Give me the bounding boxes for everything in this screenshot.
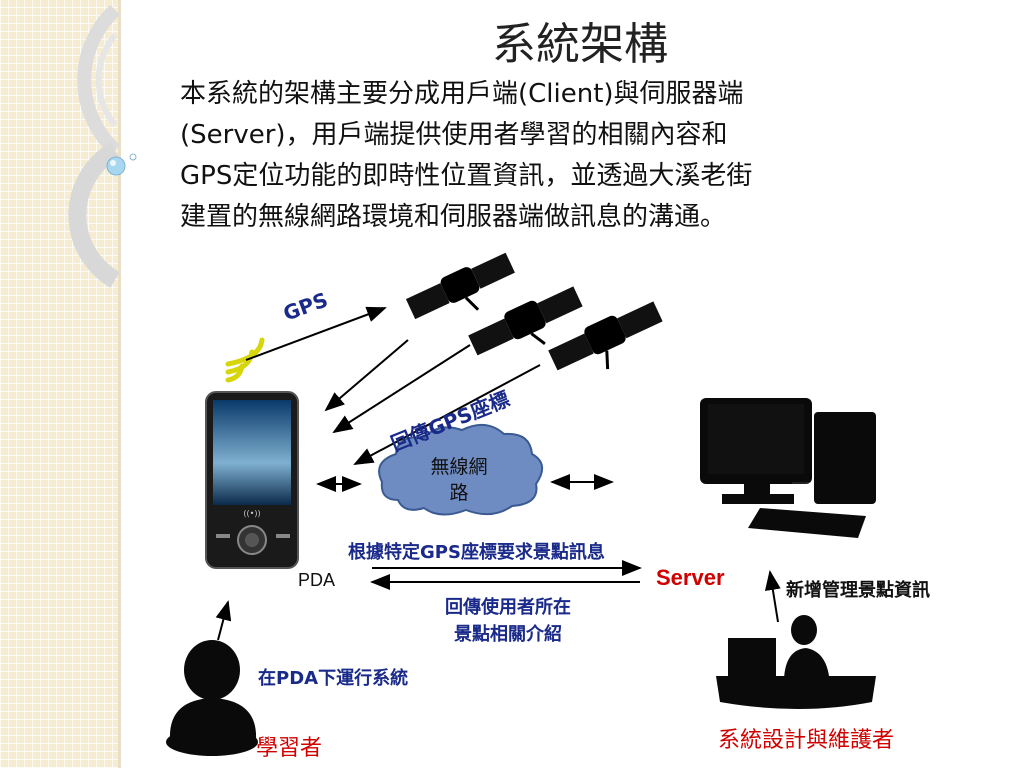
request-suffix: 座標要求景點訊息 — [460, 542, 605, 563]
request-mid: GPS — [420, 542, 461, 563]
intro-line: (Server)，用戶端提供使用者學習的相關內容和 — [180, 120, 728, 150]
svg-text:((•)): ((•)) — [243, 509, 260, 518]
run-mid: PDA — [276, 668, 319, 689]
server-label: Server — [656, 565, 725, 590]
cloud-label-line: 路 — [449, 482, 469, 504]
run-prefix: 在 — [258, 668, 276, 689]
decorative-circles — [68, 4, 137, 288]
request-prefix: 根據特定 — [348, 542, 420, 563]
pda-label: PDA — [298, 570, 336, 590]
intro-paragraph: 本系統的架構主要分成用戶端(Client)與伺服器端 (Server)，用戶端提… — [180, 74, 1000, 238]
designer-label: 系統設計與維護者 — [718, 728, 895, 753]
satellite-icon — [405, 252, 515, 320]
wireless-network-cloud — [378, 423, 543, 516]
add-info-label: 新增管理景點資訊 — [786, 580, 930, 601]
pda-device-icon: ((•)) — [205, 391, 299, 569]
server-computer-icon — [700, 398, 876, 538]
cloud-label-line: 無線網 — [430, 456, 488, 478]
intro-line: 建置的無線網路環境和伺服器端做訊息的溝通。 — [180, 202, 727, 232]
response-label-line: 景點相關介紹 — [454, 624, 562, 645]
run-suffix: 下運行系統 — [318, 668, 409, 689]
sidebar-divider — [118, 0, 121, 768]
satellite-icon — [468, 286, 583, 356]
intro-line: GPS定位功能的即時性位置資訊，並透過大溪老街 — [180, 161, 753, 191]
page-title: 系統架構 — [492, 19, 668, 70]
run-system-label: 在PDA下運行系統 — [258, 664, 408, 690]
designer-figure-icon — [716, 615, 876, 709]
learner-figure-icon — [166, 640, 258, 756]
response-label: 回傳使用者所在 景點相關介紹 — [418, 594, 598, 648]
intro-line: 本系統的架構主要分成用戶端(Client)與伺服器端 — [180, 79, 744, 109]
learner-label: 學習者 — [256, 736, 323, 761]
wifi-signal-icon — [225, 337, 265, 383]
cloud-label: 無線網 路 — [414, 454, 504, 506]
satellite-icon — [548, 301, 663, 371]
response-label-line: 回傳使用者所在 — [445, 597, 571, 618]
request-label: 根據特定GPS座標要求景點訊息 — [348, 538, 605, 564]
